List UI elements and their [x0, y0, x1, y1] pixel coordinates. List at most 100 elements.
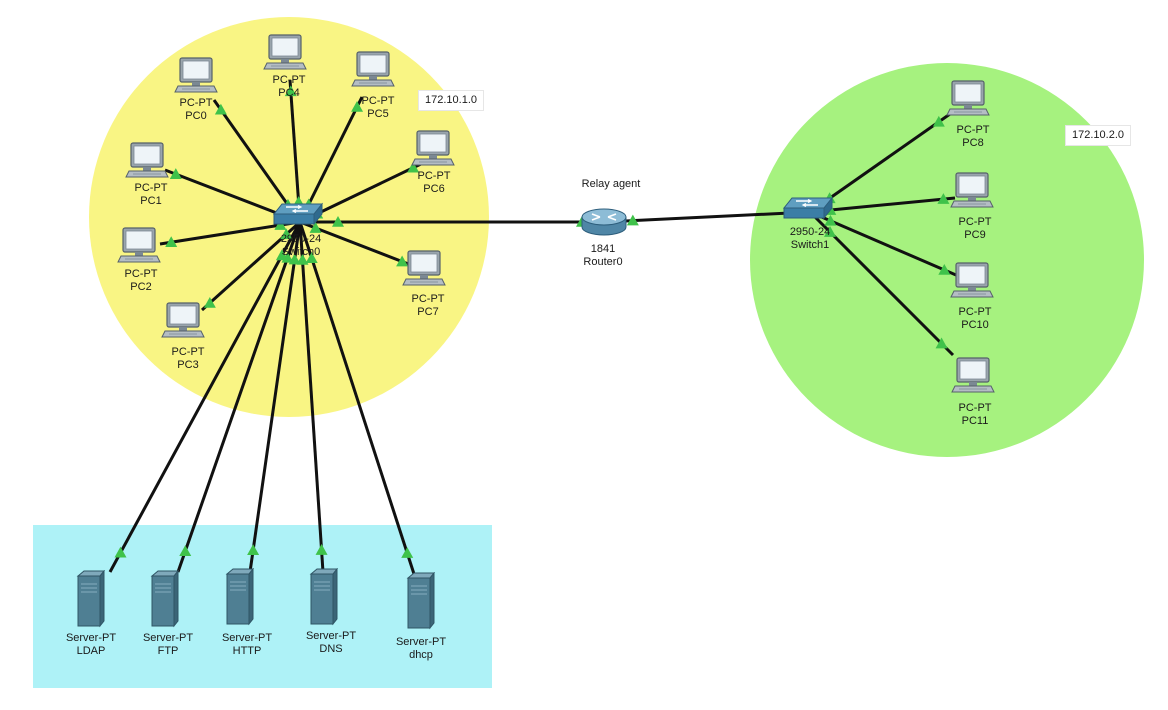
device-model-label: Server-PT: [142, 632, 194, 644]
pc-icon: [351, 51, 395, 87]
cable-switch0-pc5[interactable]: [298, 96, 364, 223]
device-model-label: PC-PT: [417, 170, 451, 182]
device-name-label: PC11: [961, 415, 989, 427]
device-model-label: PC-PT: [171, 346, 205, 358]
device-model-label: 2950-24: [280, 233, 322, 245]
device-pc3[interactable]: [161, 301, 205, 344]
cable-switch0-pc0[interactable]: [212, 99, 302, 223]
device-name-label: HTTP: [232, 645, 262, 657]
device-pc5[interactable]: [351, 50, 395, 93]
link-light-switch0-15: [281, 251, 294, 263]
device-name-label: PC4: [278, 87, 300, 99]
pc-icon: [402, 250, 446, 286]
device-name-label: Router0: [583, 256, 623, 268]
cable-switch0-srv_dhcp[interactable]: [298, 221, 416, 575]
device-model-label: PC-PT: [179, 97, 213, 109]
zone-label-lan1: 172.10.1.0: [418, 90, 484, 111]
pc-icon: [125, 142, 169, 178]
device-pc10[interactable]: [950, 261, 994, 304]
link-light-switch0-6: [309, 222, 322, 233]
device-switch0[interactable]: [272, 202, 324, 233]
link-light-router0-9: [626, 214, 639, 226]
server-icon: [76, 569, 106, 628]
device-model-label: PC-PT: [124, 268, 158, 280]
link-light-switch1-12: [824, 214, 837, 226]
device-srv_ldap[interactable]: [76, 569, 106, 633]
device-model-label: Server-PT: [65, 632, 117, 644]
cable-switch1-pc9[interactable]: [809, 196, 956, 214]
pc-icon: [174, 57, 218, 93]
device-model-label: PC-PT: [958, 402, 992, 414]
device-model-label: Server-PT: [395, 636, 447, 648]
link-light-switch0-18: [305, 252, 318, 263]
link-light-srv_ftp-15: [179, 545, 192, 557]
server-icon: [309, 567, 339, 626]
device-model-label: PC-PT: [134, 182, 168, 194]
device-name-label: dhcp: [409, 649, 433, 661]
device-model-label: PC-PT: [956, 124, 990, 136]
link-light-srv_ldap-14: [114, 546, 127, 558]
device-pc4[interactable]: [263, 33, 307, 76]
zone-lan2-area[interactable]: [750, 63, 1144, 457]
device-name-label: PC1: [140, 195, 162, 207]
link-light-pc2-5: [165, 236, 178, 248]
link-light-pc11-13: [935, 337, 948, 349]
device-name-label: FTP: [157, 645, 179, 657]
device-name-label: PC8: [962, 137, 984, 149]
device-model-label: PC-PT: [958, 216, 992, 228]
device-name-label: PC0: [185, 110, 207, 122]
device-pc6[interactable]: [411, 129, 455, 172]
device-router0[interactable]: [578, 205, 630, 244]
device-name-label: PC9: [964, 229, 986, 241]
device-pc8[interactable]: [946, 79, 990, 122]
device-pc9[interactable]: [950, 171, 994, 214]
device-switch1[interactable]: [782, 196, 834, 227]
cable-router0-switch1[interactable]: [603, 210, 811, 224]
device-name-label: Switch0: [281, 246, 321, 258]
device-model-label: PC-PT: [361, 95, 395, 107]
link-light-switch0-17: [296, 253, 309, 265]
cable-switch0-pc2[interactable]: [159, 220, 301, 246]
device-pc0[interactable]: [174, 56, 218, 99]
device-name-label: PC7: [417, 306, 439, 318]
link-light-switch0-7: [280, 228, 293, 240]
cable-switch0-srv_ldap[interactable]: [108, 221, 302, 573]
switch-icon: [272, 202, 324, 226]
cable-switch0-srv_http[interactable]: [248, 221, 302, 573]
server-icon: [225, 567, 255, 626]
device-model-label: 1841: [590, 243, 616, 255]
link-light-srv_dns-17: [315, 544, 328, 555]
device-name-label: PC6: [423, 183, 445, 195]
link-light-switch1-13: [824, 226, 837, 237]
cable-switch0-srv_dns[interactable]: [298, 221, 325, 573]
device-pc7[interactable]: [402, 249, 446, 292]
link-light-pc8-10: [932, 115, 945, 127]
device-srv_http[interactable]: [225, 567, 255, 631]
pc-icon: [263, 34, 307, 70]
device-model-label: PC-PT: [958, 306, 992, 318]
pc-icon: [946, 80, 990, 116]
server-icon: [150, 569, 180, 628]
link-light-pc3-7: [203, 296, 216, 308]
link-light-pc10-12: [938, 263, 951, 275]
link-light-pc1-3: [169, 168, 182, 179]
device-pc11[interactable]: [951, 356, 995, 399]
device-srv_dns[interactable]: [309, 567, 339, 631]
cable-switch1-pc8[interactable]: [809, 112, 951, 214]
cable-switch0-srv_ftp[interactable]: [176, 221, 302, 573]
device-srv_ftp[interactable]: [150, 569, 180, 633]
link-light-switch0-16: [288, 253, 301, 265]
device-model-label: Server-PT: [221, 632, 273, 644]
device-pc2[interactable]: [117, 226, 161, 269]
device-pc1[interactable]: [125, 141, 169, 184]
device-name-label: PC2: [130, 281, 152, 293]
pc-icon: [950, 172, 994, 208]
pc-icon: [161, 302, 205, 338]
device-model-label: PC-PT: [272, 74, 306, 86]
device-srv_dhcp[interactable]: [406, 571, 436, 635]
device-name-label: Switch1: [790, 239, 830, 251]
device-name-label: LDAP: [76, 645, 106, 657]
link-light-switch0-8: [332, 216, 344, 227]
device-name-label: PC10: [961, 319, 989, 331]
